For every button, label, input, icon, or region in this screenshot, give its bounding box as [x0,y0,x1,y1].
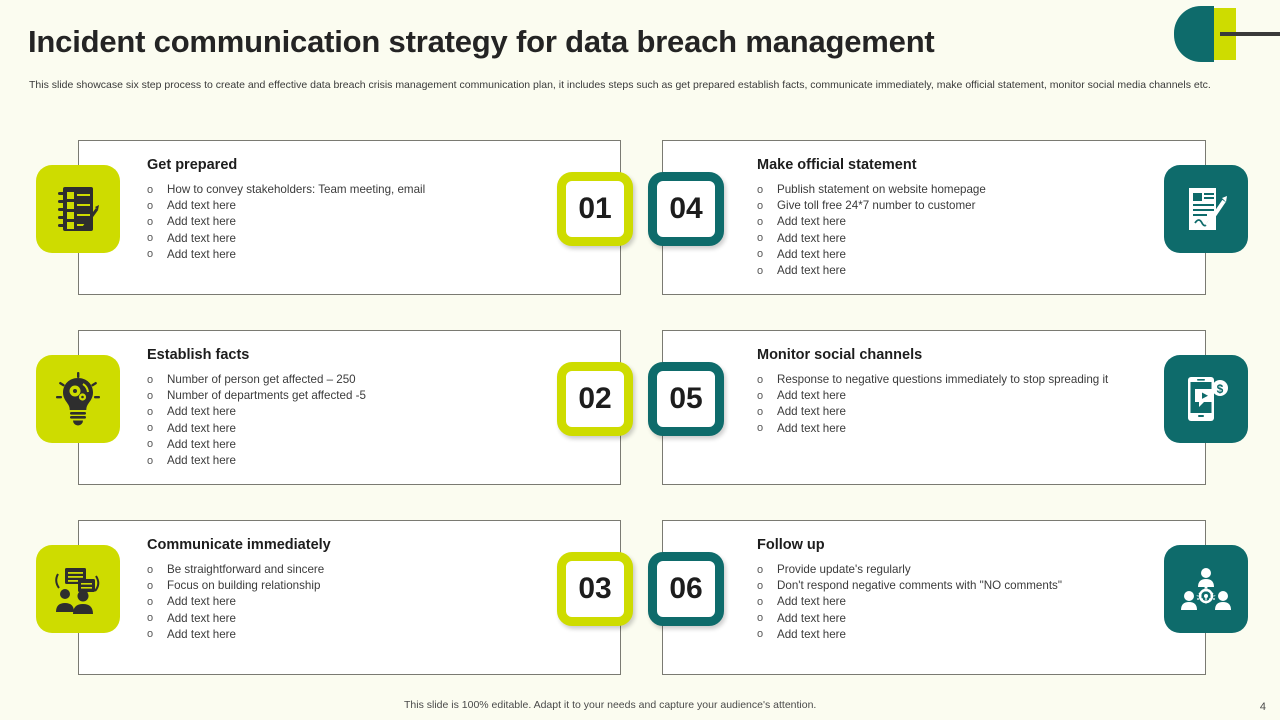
step-number-badge-03[interactable]: 03 [557,552,633,626]
step-number-badge-05[interactable]: 05 [648,362,724,436]
bullet-item: Add text here [145,610,580,627]
bullet-item: Add text here [755,388,1147,404]
bullet-item: How to convey stakeholders: Team meeting… [145,181,580,198]
bullet-item: Add text here [755,263,1147,279]
logo-teal-block [1201,6,1214,62]
bullet-item: Add text here [145,436,580,453]
step-number-label: 03 [578,572,612,605]
step-title: Establish facts [147,347,250,363]
logo-rule [1220,32,1280,36]
bullet-item: Add text here [755,420,1147,437]
bullet-item: Focus on building relationship [145,578,580,594]
bullet-item: Give toll free 24*7 number to customer [755,198,1147,214]
step-number-label: 06 [669,572,703,605]
bullet-item: Add text here [145,453,580,469]
signed-document-icon [1164,165,1248,253]
step-bullet-list: Provide update's regularlyDon't respond … [755,561,1147,643]
bullet-item: Add text here [755,230,1147,247]
bullet-item: Don't respond negative comments with "NO… [755,578,1147,594]
bullet-item: Add text here [755,404,1147,420]
bullet-item: Add text here [145,626,580,643]
step-card-06[interactable]: Follow up Provide update's regularlyDon't… [662,520,1206,675]
step-number-label: 04 [669,192,703,225]
step-number-badge-06[interactable]: 06 [648,552,724,626]
page-title: Incident communication strategy for data… [28,24,935,59]
people-chat-icon [36,545,120,633]
step-bullet-list: Publish statement on website homepageGiv… [755,181,1147,279]
brand-logo-icon [1160,4,1280,66]
step-bullet-list: Be straightforward and sincereFocus on b… [145,561,580,643]
team-network-icon [1164,545,1248,633]
step-card-03[interactable]: Communicate immediately Be straightforwar… [78,520,621,675]
step-bullet-list: How to convey stakeholders: Team meeting… [145,181,580,263]
bullet-item: Add text here [755,626,1147,643]
step-bullet-list: Response to negative questions immediate… [755,371,1147,437]
step-title: Monitor social channels [757,347,923,363]
step-title: Get prepared [147,157,238,173]
step-number-label: 01 [578,192,612,225]
svg-text:$: $ [1217,382,1224,396]
bullet-item: Publish statement on website homepage [755,181,1147,198]
steps-row: Communicate immediately Be straightforwar… [0,512,1280,702]
checklist-notepad-icon [36,165,120,253]
bullet-item: Add text here [145,246,580,263]
step-number-badge-04[interactable]: 04 [648,172,724,246]
bullet-item: Number of departments get affected -5 [145,388,580,404]
page-subtitle: This slide showcase six step process to … [29,79,1211,91]
step-title: Communicate immediately [147,537,331,553]
steps-row: Get preparedHow to convey stakeholders: … [0,132,1280,322]
bullet-item: Add text here [755,610,1147,627]
page-number: 4 [1259,701,1266,713]
footer-note: This slide is 100% editable. Adapt it to… [404,699,817,711]
step-card-01[interactable]: Get preparedHow to convey stakeholders: … [78,140,621,295]
step-bullet-list: Number of person get affected – 250Numbe… [145,371,580,469]
bullet-item: Add text here [145,198,580,214]
steps-row: Establish factsNumber of person get affe… [0,322,1280,512]
step-card-04[interactable]: Make official statementPublish statement… [662,140,1206,295]
bullet-item: Add text here [755,594,1147,610]
steps-grid: Get preparedHow to convey stakeholders: … [0,132,1280,702]
step-title: Follow up [757,537,825,553]
bullet-item: Add text here [145,214,580,230]
logo-teal-arc [1174,6,1201,62]
step-card-02[interactable]: Establish factsNumber of person get affe… [78,330,621,485]
step-title: Make official statement [757,157,917,173]
step-number-label: 02 [578,382,612,415]
bullet-item: Provide update's regularly [755,561,1147,578]
step-number-badge-01[interactable]: 01 [557,172,633,246]
lightbulb-gears-icon [36,355,120,443]
bullet-item: Add text here [145,594,580,610]
bullet-item: Add text here [755,246,1147,263]
bullet-item: Be straightforward and sincere [145,561,580,578]
bullet-item: Add text here [145,230,580,247]
step-number-badge-02[interactable]: 02 [557,362,633,436]
bullet-item: Add text here [145,420,580,437]
step-number-label: 05 [669,382,703,415]
bullet-item: Add text here [755,214,1147,230]
bullet-item: Add text here [145,404,580,420]
bullet-item: Number of person get affected – 250 [145,371,580,388]
bullet-item: Response to negative questions immediate… [755,371,1147,388]
step-card-05[interactable]: Monitor social channelsResponse to negat… [662,330,1206,485]
mobile-social-chat-icon: $ [1164,355,1248,443]
